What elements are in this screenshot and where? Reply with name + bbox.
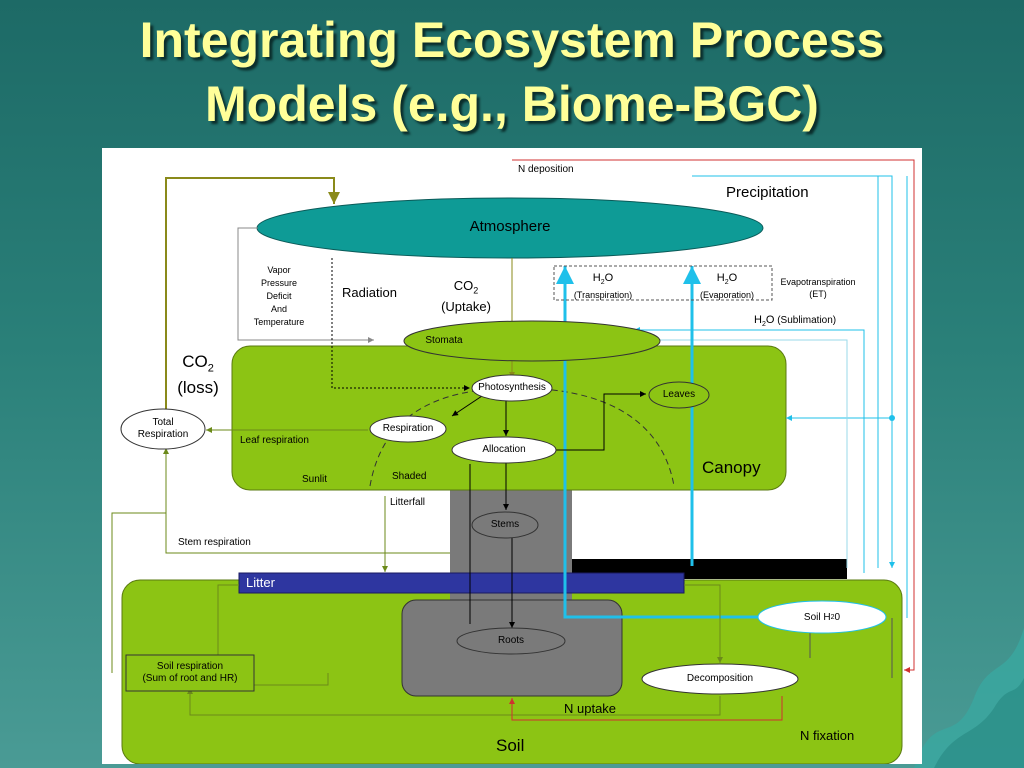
soil-label: Soil [496, 736, 525, 755]
slide-title-line-2: Models (e.g., Biome-BGC) [205, 76, 819, 132]
litter-to-soil-left [217, 584, 239, 668]
vpd-flux [237, 227, 374, 343]
h2o-evaporation-label: H2O (Evaporation) [690, 272, 764, 301]
total-resp-line-1: Total [152, 417, 174, 428]
leaf-respiration-label: Leaf respiration [240, 435, 309, 446]
biome-bgc-diagram: N deposition Precipitation Atmosphere Va… [102, 148, 922, 764]
co2-loss-main: CO [182, 352, 208, 371]
co2-uptake-sub: 2 [473, 285, 479, 296]
soil-h2o-tail: 0 [834, 612, 841, 623]
co2-uptake-main: CO [453, 278, 474, 293]
leaves-label: Leaves [662, 389, 696, 400]
h2o-sublimation-label: H2O (Sublimation) [754, 314, 836, 328]
leaves-node [648, 381, 710, 409]
h2o-t-main: H [592, 272, 601, 284]
h2o-t-paren: (Transpiration) [573, 290, 633, 301]
h2o-flux-box [553, 265, 773, 301]
co2-uptake-paren: (Uptake) [441, 298, 491, 314]
h2o-s-tail: O [765, 314, 775, 326]
h2o-s-main: H [754, 314, 762, 326]
n-deposition-label: N deposition [518, 164, 574, 175]
evapotranspiration-label: Evapotranspiration (ET) [774, 276, 862, 300]
h2o-e-sub: 2 [724, 279, 729, 287]
total-respiration-node [120, 408, 206, 450]
vpd-line-4: And [270, 304, 287, 314]
co2-uptake-label: CO2 (Uptake) [436, 278, 496, 315]
et-line-2: (ET) [809, 289, 827, 299]
roots-node [456, 627, 566, 655]
decomposition-to-soil-resp [187, 688, 721, 716]
total-resp-line-2: Respiration [137, 429, 189, 440]
litter-bar [238, 572, 685, 594]
diagram-canvas [111, 159, 915, 764]
litter-to-decomposition [684, 584, 723, 663]
sublimation-flux [634, 327, 865, 573]
decomposition-label: Decomposition [686, 673, 754, 684]
vpd-line-2: Pressure [260, 278, 297, 288]
vpd-line-5: Temperature [253, 317, 305, 327]
n-deposition-flux [512, 159, 915, 673]
litter-label: Litter [246, 575, 275, 590]
decorative-wave-graphic [914, 628, 1024, 768]
soil-respiration-label: Soil respiration(Sum of root and HR) [126, 657, 254, 689]
litterfall-label: Litterfall [390, 497, 426, 508]
stomata-node [403, 320, 661, 362]
precipitation-flux [692, 175, 895, 568]
photosynthesis-node [471, 374, 553, 402]
n-fixation-label: N fixation [800, 728, 855, 743]
decomposition-node [641, 663, 799, 695]
radiation-flux [331, 258, 470, 391]
co2-loss-paren: (loss) [177, 378, 219, 398]
h2o-t-tail: O [604, 272, 614, 284]
evaporation-flux [634, 339, 848, 568]
vpd-label: Vapor Pressure Deficit And Temperature [242, 264, 316, 329]
co2-loss-flux [165, 177, 340, 410]
stems-node [471, 511, 539, 539]
soil-resp-line-1: Soil respiration [156, 661, 224, 672]
h2o-e-paren: (Evaporation) [699, 290, 755, 301]
photosynthesis-to-respiration [451, 395, 483, 417]
radiation-label: Radiation [342, 285, 397, 300]
n-uptake-label: N uptake [564, 701, 617, 716]
vpd-line-3: Deficit [266, 291, 292, 301]
co2-loss-sub: 2 [207, 362, 214, 375]
h2o-e-main: H [716, 272, 725, 284]
soil-h2o-main: Soil H [803, 612, 831, 623]
h2o-transpiration-label: H2O (Transpiration) [564, 272, 642, 301]
photosynthesis-label: Photosynthesis [478, 382, 546, 393]
allocation-to-leaves [554, 391, 646, 451]
vpd-line-1: Vapor [267, 265, 291, 275]
stems-label: Stems [490, 519, 520, 530]
h2o-s-paren: (Sublimation) [777, 315, 837, 326]
precipitation-label: Precipitation [726, 184, 809, 201]
stem-respiration-flux [163, 448, 450, 554]
h2o-t-sub: 2 [600, 279, 605, 287]
et-line-1: Evapotranspiration [780, 277, 856, 287]
soil-respiration-box [125, 654, 255, 692]
slide-title-line-1: Integrating Ecosystem Process [139, 12, 885, 68]
soil-resp-line-2: (Sum of root and HR) [142, 673, 238, 684]
slide-title: Integrating Ecosystem Process Models (e.… [0, 8, 1024, 136]
allocation-label: Allocation [482, 444, 526, 455]
h2o-e-tail: O [728, 272, 738, 284]
soil-h2o-node [757, 600, 887, 634]
soil-h2o-sub: 2 [830, 614, 835, 621]
n-uptake-flux [509, 696, 783, 721]
canopy-label: Canopy [702, 458, 761, 477]
shaded-label: Shaded [392, 471, 427, 482]
stem-respiration-label: Stem respiration [178, 537, 251, 548]
respiration-label: Respiration [382, 423, 434, 434]
respiration-node [369, 415, 447, 443]
roots-to-soil-resp [254, 673, 329, 686]
h2o-s-sub: 2 [761, 321, 766, 328]
soil-respiration-flux [111, 512, 166, 673]
co2-loss-label: CO2 (loss) [168, 352, 228, 398]
allocation-node [451, 436, 557, 464]
roots-label: Roots [497, 635, 525, 646]
stomata-label: Stomata [425, 335, 463, 346]
atmosphere-label: Atmosphere [469, 218, 551, 235]
sunlit-label: Sunlit [302, 474, 328, 485]
